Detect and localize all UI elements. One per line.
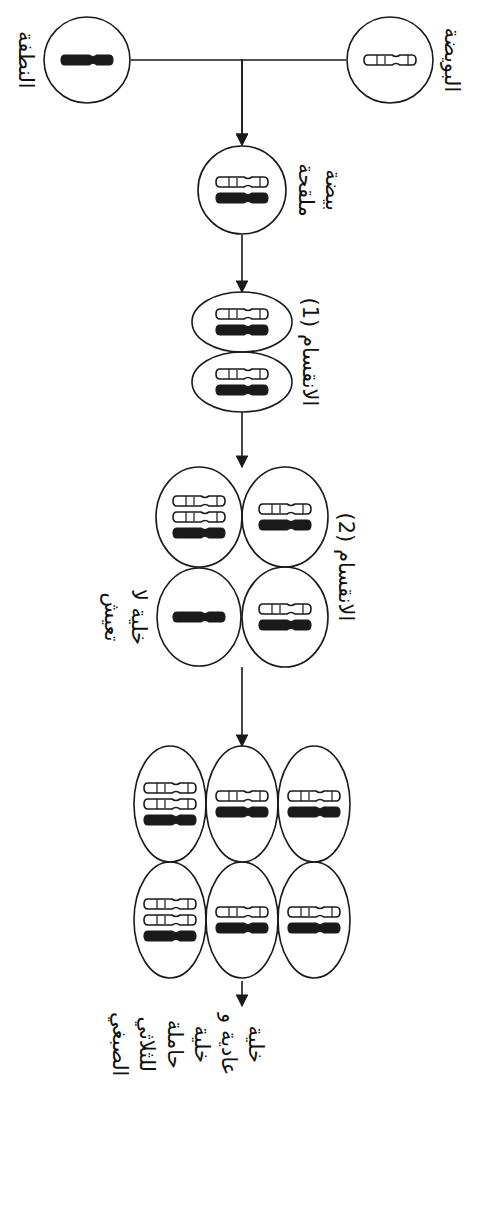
cell-outline (242, 467, 328, 567)
division-group: الانقسام (2)خلية لا تعيش (156, 467, 328, 667)
chromosome (144, 815, 196, 825)
cell-label: النطفة (12, 31, 39, 89)
chromosome (144, 783, 196, 793)
cell-label: الانقسام (1) (296, 298, 323, 407)
chromosome (144, 915, 196, 925)
cell-outline (44, 17, 130, 103)
chromosome (288, 807, 340, 817)
chromosome (173, 528, 225, 538)
cell-outline (346, 16, 434, 104)
chromosome (144, 899, 196, 909)
chromosome (259, 620, 311, 630)
chromosome (216, 385, 268, 395)
cell-label: خلية لا تعيش (97, 579, 152, 655)
chromosome (144, 799, 196, 809)
chromosome (288, 907, 340, 917)
chromosome (216, 177, 268, 187)
flow-arrow (241, 412, 243, 467)
cell-label: الانقسام (2) (332, 513, 359, 622)
flow-arrow (241, 667, 243, 746)
cell-outline (278, 862, 350, 978)
cell-outline (278, 746, 350, 862)
cell-outline (242, 567, 328, 667)
chromosome (216, 369, 268, 379)
chromosome (216, 309, 268, 319)
cell-outline (134, 746, 206, 862)
chromosome (173, 612, 225, 622)
division-group: الانقسام (1) (192, 292, 292, 412)
cell-outline (347, 17, 433, 103)
chromosome (216, 791, 268, 801)
cell-outline (192, 292, 292, 352)
chromosome (216, 907, 268, 917)
egg-cell: البويضة (346, 16, 434, 104)
chromosome (288, 923, 340, 933)
cell-outline (197, 145, 287, 235)
chromosome (259, 604, 311, 614)
cell-outline (156, 467, 242, 567)
sperm-cell: النطفة (43, 16, 131, 104)
cell-label: البويضة (438, 28, 465, 93)
chromosome (216, 807, 268, 817)
cell-label: بيضة ملقحة (291, 150, 346, 230)
chromosome (259, 504, 311, 514)
result-group: خلية عادية و خلية حاملة للثلاثي الصبغي (134, 746, 350, 978)
cell-outline (192, 352, 292, 412)
chromosome (144, 931, 196, 941)
cell-outline (206, 746, 278, 862)
cell-label: خلية عادية و خلية حاملة للثلاثي الصبغي (106, 1012, 270, 1076)
cell-outline (156, 567, 242, 667)
chromosome (288, 791, 340, 801)
cell-outline (206, 862, 278, 978)
chromosome (173, 496, 225, 506)
flow-arrow (241, 235, 243, 292)
result-arrow (241, 981, 243, 1006)
chromosome (364, 55, 416, 65)
cell-outline (157, 568, 241, 666)
chromosome (216, 193, 268, 203)
dead-cell: خلية لا تعيش (156, 567, 242, 667)
flow-arrow (242, 60, 346, 145)
cell-outline (134, 862, 206, 978)
chromosome (259, 520, 311, 530)
cell-outline (198, 146, 286, 234)
chromosome (61, 55, 113, 65)
chromosome (173, 512, 225, 522)
chromosome (216, 325, 268, 335)
zygote-cell: بيضة ملقحة (197, 145, 287, 235)
chromosome (216, 923, 268, 933)
flow-arrow (131, 60, 242, 145)
cell-outline (43, 16, 131, 104)
